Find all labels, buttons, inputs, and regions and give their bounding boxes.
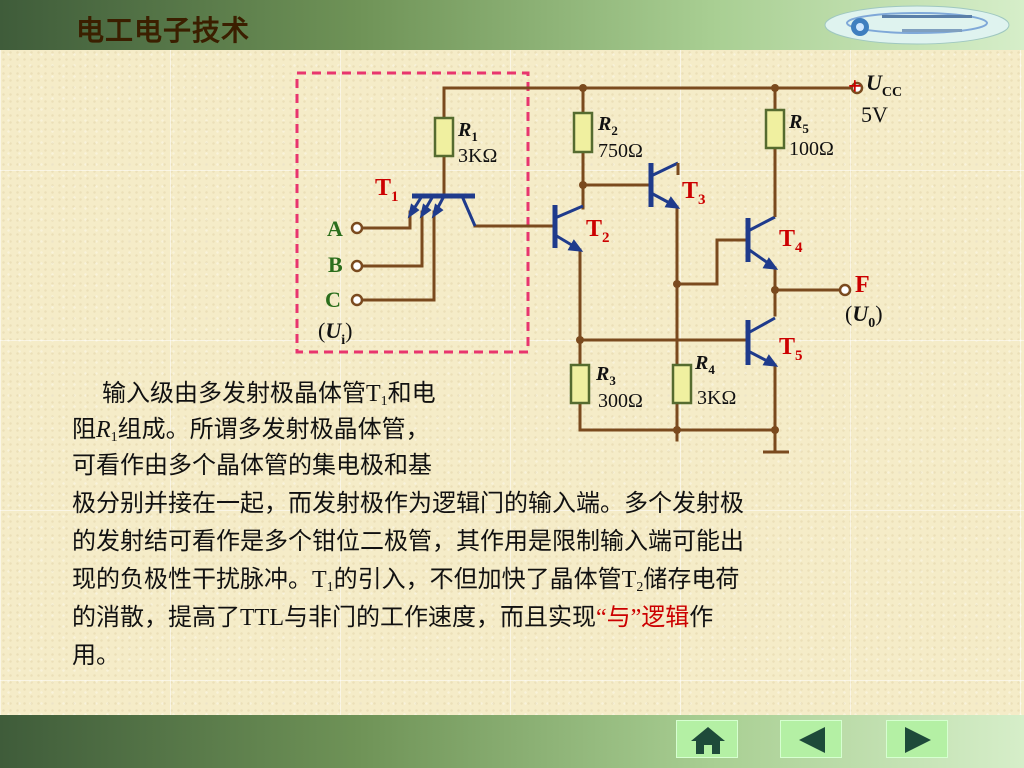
r1-name: R	[457, 119, 471, 141]
r4-sub: 4	[708, 362, 715, 377]
transistor-t2	[552, 204, 584, 252]
r3-value: 300Ω	[598, 390, 643, 412]
r2-value: 750Ω	[598, 140, 643, 162]
input-sub: i	[341, 333, 345, 348]
supply-plus: +	[848, 74, 862, 100]
circuit-diagram: + UCC 5V R1 3KΩ R2 750Ω R5 100Ω R3 300Ω …	[295, 70, 902, 454]
t1-sub: 1	[391, 189, 399, 205]
output-label: F	[855, 272, 870, 298]
resistor-r3	[569, 363, 591, 405]
t5-name: T	[779, 334, 795, 360]
highlight-and-logic: “与”逻辑	[595, 605, 690, 631]
svg-text:UCC: UCC	[866, 70, 902, 100]
input-label-b: B	[328, 252, 343, 277]
svg-text:R4: R4	[694, 352, 715, 377]
input-paren-close: )	[345, 318, 352, 343]
svg-text:T3: T3	[682, 178, 706, 208]
terminal-f	[838, 283, 852, 297]
terminal-ucc	[850, 81, 864, 95]
terminal-a	[350, 221, 364, 235]
r4-value: 3KΩ	[697, 387, 736, 409]
r3-name: R	[595, 363, 609, 385]
t4-sub: 4	[795, 240, 803, 256]
triangle-right-icon	[905, 727, 931, 753]
input-label-c: C	[325, 287, 341, 312]
terminal-c	[350, 293, 364, 307]
paragraph-line-2: 阻R1组成。所谓多发射极晶体管，	[72, 417, 430, 445]
paragraph-line-6: 现的负极性干扰脉冲。T1的引入，不但加快了晶体管T2储存电荷	[72, 567, 740, 595]
svg-text:(Ui): (Ui)	[318, 318, 352, 348]
transistor-t5	[745, 316, 779, 367]
resistor-r1	[433, 116, 455, 158]
resistor-r2	[572, 111, 594, 154]
r5-name: R	[788, 111, 802, 133]
next-button[interactable]	[886, 720, 948, 758]
t3-name: T	[682, 178, 698, 204]
transistor-t1	[407, 193, 477, 227]
svg-text:R3: R3	[595, 363, 616, 388]
svg-text:T2: T2	[586, 216, 610, 246]
r3-sub: 3	[609, 373, 616, 388]
supply-value: 5V	[861, 102, 888, 127]
r1-sub: 1	[471, 129, 478, 144]
svg-text:R1: R1	[457, 119, 478, 144]
output-paren-open: (	[845, 301, 852, 326]
paragraph-line-7: 的消散，提高了TTL与非门的工作速度，而且实现“与”逻辑作	[72, 605, 714, 631]
svg-text:(U0): (U0)	[845, 301, 883, 331]
paragraph-line-8: 用。	[72, 643, 120, 669]
svg-text:T4: T4	[779, 226, 803, 256]
svg-text:R5: R5	[788, 111, 809, 136]
t1-name: T	[375, 175, 391, 201]
svg-text:T5: T5	[779, 334, 803, 364]
svg-text:R2: R2	[597, 113, 618, 138]
r5-value: 100Ω	[789, 138, 834, 160]
page-title: 电工电子技术	[76, 14, 251, 47]
resistors	[433, 108, 786, 405]
t2-name: T	[586, 216, 602, 242]
prev-button[interactable]	[780, 720, 842, 758]
transistor-t3	[648, 161, 681, 209]
supply-sub: CC	[882, 85, 902, 100]
r5-sub: 5	[802, 121, 809, 136]
r4-name: R	[694, 352, 708, 374]
paragraph-line-5: 的发射结可看作是多个钳位二极管，其作用是限制输入端可能出	[72, 529, 744, 555]
t2-sub: 2	[602, 230, 610, 246]
t5-sub: 5	[795, 348, 803, 364]
paragraph-line-3: 可看作由多个晶体管的集电极和基	[72, 453, 432, 479]
r2-name: R	[597, 113, 611, 135]
t4-name: T	[779, 226, 795, 252]
paragraph-line-1: 输入级由多发射极晶体管T1和电	[102, 381, 436, 409]
banner-logo-icon	[824, 5, 1010, 45]
home-button[interactable]	[676, 720, 738, 758]
terminal-b	[350, 259, 364, 273]
home-icon	[691, 727, 725, 754]
junction-dots	[576, 84, 779, 434]
input-label-a: A	[327, 216, 343, 241]
output-sub: 0	[868, 316, 875, 331]
input-u: U	[325, 318, 342, 343]
resistor-r5	[764, 108, 786, 150]
supply-label: U	[866, 70, 883, 95]
footer-bar	[0, 715, 1024, 768]
svg-text:T1: T1	[375, 175, 399, 205]
output-paren-close: )	[875, 301, 882, 326]
transistor-t4	[745, 195, 779, 270]
t3-sub: 3	[698, 192, 706, 208]
output-u: U	[852, 301, 869, 326]
triangle-left-icon	[799, 727, 825, 753]
paragraph-line-4: 极分别并接在一起，而发射极作为逻辑门的输入端。多个发射极	[72, 491, 744, 517]
r2-sub: 2	[611, 123, 618, 138]
terminals	[350, 81, 864, 307]
r1-value: 3KΩ	[458, 145, 497, 167]
input-paren-open: (	[318, 318, 325, 343]
resistor-r4	[671, 363, 693, 405]
